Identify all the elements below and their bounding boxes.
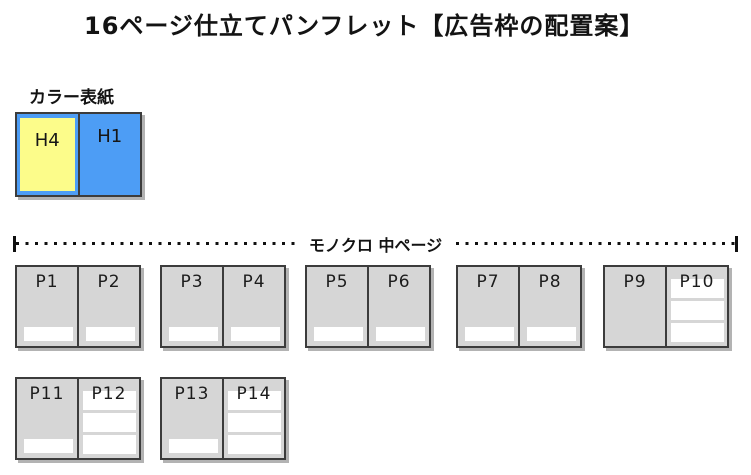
spread-p1-p2: P1 P2 bbox=[15, 265, 141, 348]
monochrome-section-divider: モノクロ 中ページ bbox=[13, 235, 739, 255]
page-p5: P5 bbox=[307, 267, 367, 346]
page-label: P3 bbox=[180, 272, 204, 292]
front-cover-page: H1 bbox=[77, 114, 141, 195]
page-p1: P1 bbox=[17, 267, 77, 346]
ad-slot bbox=[671, 323, 724, 342]
ad-slot bbox=[314, 327, 363, 341]
ad-slot bbox=[228, 435, 281, 454]
ad-slot bbox=[376, 327, 425, 341]
monochrome-section-label: モノクロ 中ページ bbox=[308, 235, 443, 255]
page-p9: P9 bbox=[605, 267, 665, 346]
cover-spread: H4 H1 bbox=[15, 112, 142, 197]
ad-slot bbox=[527, 327, 576, 341]
ad-slot bbox=[169, 327, 218, 341]
divider-end-left bbox=[13, 235, 16, 252]
page-p3: P3 bbox=[162, 267, 222, 346]
spread-p11-p12: P11 P12 bbox=[15, 377, 141, 460]
ad-slot bbox=[83, 413, 136, 432]
page-p11: P11 bbox=[17, 379, 77, 458]
page-label: P5 bbox=[325, 272, 349, 292]
ad-slot bbox=[231, 327, 280, 341]
page-label: P8 bbox=[538, 272, 562, 292]
front-cover-label: H1 bbox=[97, 126, 123, 147]
page-label: P2 bbox=[97, 272, 121, 292]
ad-slot bbox=[24, 327, 73, 341]
back-cover-page: H4 bbox=[17, 114, 78, 195]
spread-p5-p6: P5 P6 bbox=[305, 265, 431, 348]
page-label: P13 bbox=[174, 384, 210, 404]
page-p8: P8 bbox=[518, 267, 580, 346]
ad-slot-stack bbox=[671, 279, 724, 342]
page-p14: P14 bbox=[222, 379, 284, 458]
page-p7: P7 bbox=[458, 267, 518, 346]
back-cover-label: H4 bbox=[34, 130, 60, 151]
ad-slot-stack bbox=[228, 391, 281, 454]
page-p2: P2 bbox=[77, 267, 139, 346]
divider-dotted-line-right bbox=[456, 242, 736, 245]
color-cover-section-label: カラー表紙 bbox=[29, 88, 114, 108]
ad-slot bbox=[465, 327, 514, 341]
page-label: P14 bbox=[236, 384, 272, 404]
page-label: P12 bbox=[91, 384, 127, 404]
ad-slot bbox=[671, 301, 724, 320]
page-label: P7 bbox=[476, 272, 500, 292]
page-label: P9 bbox=[623, 272, 647, 292]
page-p6: P6 bbox=[367, 267, 429, 346]
page-label: P6 bbox=[387, 272, 411, 292]
ad-slot bbox=[228, 413, 281, 432]
ad-slot bbox=[671, 279, 724, 298]
divider-end-right bbox=[735, 235, 739, 252]
page-title: 16ページ仕立てパンフレット【広告枠の配置案】 bbox=[84, 12, 645, 40]
spread-p7-p8: P7 P8 bbox=[456, 265, 582, 348]
spread-p13-p14: P13 P14 bbox=[160, 377, 286, 460]
page-p10: P10 bbox=[665, 267, 727, 346]
page-label: P10 bbox=[679, 272, 715, 292]
ad-slot bbox=[83, 435, 136, 454]
ad-slot bbox=[83, 391, 136, 410]
page-p4: P4 bbox=[222, 267, 284, 346]
spread-p9-p10: P9 P10 bbox=[603, 265, 729, 348]
page-label: P11 bbox=[29, 384, 65, 404]
page-label: P4 bbox=[242, 272, 266, 292]
back-cover-ad-panel: H4 bbox=[20, 118, 75, 191]
page-label: P1 bbox=[35, 272, 59, 292]
ad-slot bbox=[169, 439, 218, 453]
ad-slot bbox=[24, 439, 73, 453]
page-p12: P12 bbox=[77, 379, 139, 458]
ad-slot bbox=[86, 327, 135, 341]
spread-p3-p4: P3 P4 bbox=[160, 265, 286, 348]
page-p13: P13 bbox=[162, 379, 222, 458]
ad-slot bbox=[228, 391, 281, 410]
divider-dotted-line-left bbox=[16, 242, 295, 245]
ad-slot-stack bbox=[83, 391, 136, 454]
